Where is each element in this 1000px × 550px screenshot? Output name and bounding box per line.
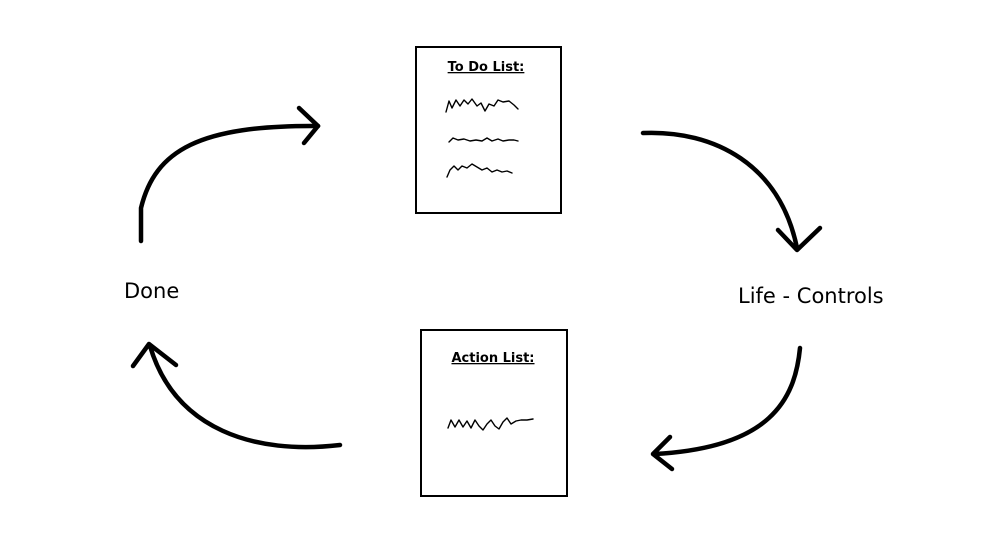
arrow-done-to-todo <box>138 105 321 244</box>
life-controls-label: Life - Controls <box>738 284 884 308</box>
action-list-card: Action List: <box>420 329 568 497</box>
todo-scribble-line-2 <box>448 137 519 143</box>
todo-list-card: To Do List: <box>415 46 562 214</box>
action-scribble-line-1 <box>447 417 534 431</box>
todo-scribble-line-1 <box>445 98 519 113</box>
action-list-title: Action List: <box>451 351 534 366</box>
todo-scribble-line-3 <box>446 163 513 178</box>
todo-list-title: To Do List: <box>448 60 525 75</box>
arrow-action-to-done <box>130 341 343 450</box>
action-list-box <box>420 329 568 497</box>
done-label: Done <box>124 279 179 303</box>
todo-list-box <box>415 46 562 214</box>
arrow-todo-to-life-controls <box>640 130 823 253</box>
arrow-life-controls-to-action <box>650 345 803 472</box>
